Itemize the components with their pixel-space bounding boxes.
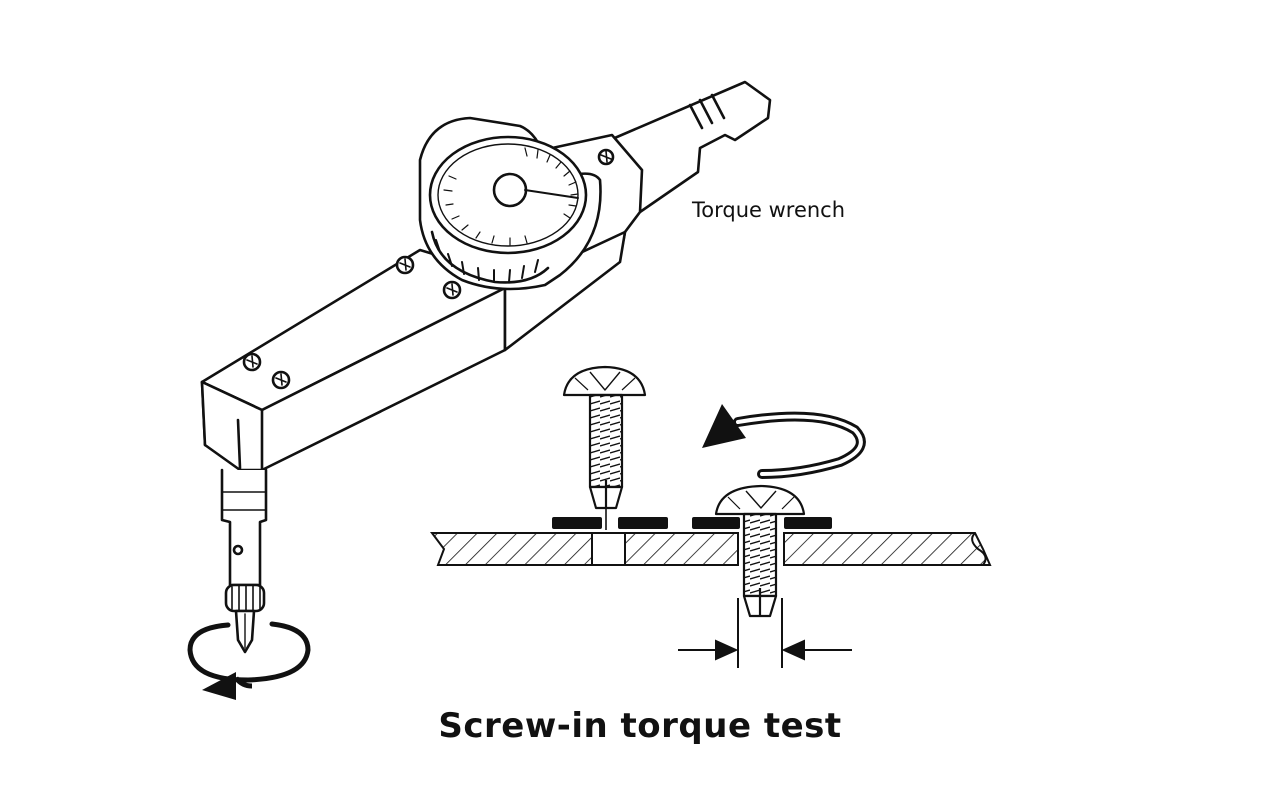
wrench-handle xyxy=(608,80,772,214)
panel-section xyxy=(430,532,992,566)
rotation-arrow-icon xyxy=(187,621,311,700)
torque-wrench-callout: Torque wrench xyxy=(692,198,846,222)
wrench-shaft xyxy=(220,468,268,587)
screw-installed xyxy=(714,484,806,618)
screw-icon xyxy=(562,365,647,530)
dimension-arrows xyxy=(678,598,852,668)
dial-hub xyxy=(492,172,528,208)
diagram-title: Screw-in torque test xyxy=(438,706,842,746)
washers xyxy=(552,517,832,529)
torque-wrench-icon xyxy=(200,80,772,654)
torque-rotation-arrow xyxy=(702,404,866,479)
